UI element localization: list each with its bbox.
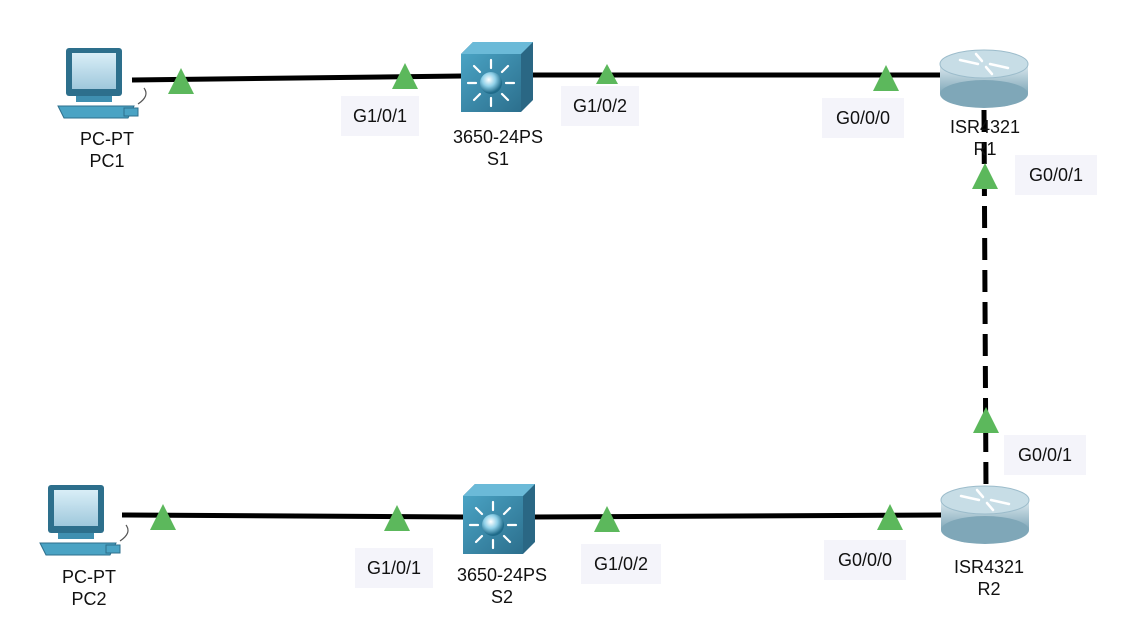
pc1-icon[interactable] (57, 48, 147, 119)
link-up-marker (150, 504, 176, 530)
port-label-r1-g0-0-0: G0/0/0 (822, 98, 904, 138)
s2-label: 3650-24PS S2 (440, 564, 564, 608)
port-label-s1-g1-0-2: G1/0/2 (561, 86, 639, 126)
s2-name: S2 (490, 587, 514, 607)
r2-model: ISR4321 (953, 557, 1025, 577)
link-s2-r2[interactable] (533, 512, 945, 520)
r1-label: ISR4321 R1 (930, 116, 1040, 160)
r1-router-icon[interactable] (939, 49, 1029, 108)
link-markers (150, 63, 999, 532)
link-up-marker (596, 64, 618, 84)
r2-name: R2 (977, 579, 1001, 599)
pc1-name: PC1 (89, 151, 125, 171)
s1-name: S1 (486, 149, 510, 169)
pc1-model: PC-PT (80, 129, 134, 149)
r1-model: ISR4321 (949, 117, 1021, 137)
link-up-marker (873, 65, 899, 91)
s2-model: 3650-24PS (456, 565, 548, 585)
s1-model: 3650-24PS (452, 127, 544, 147)
link-up-marker (392, 63, 418, 89)
r2-label: ISR4321 R2 (934, 556, 1044, 600)
pc2-name: PC2 (71, 589, 107, 609)
port-label-s1-g1-0-1: G1/0/1 (341, 96, 419, 136)
link-up-marker (972, 163, 998, 189)
link-up-marker (594, 506, 620, 532)
r1-name: R1 (973, 139, 997, 159)
port-label-r1-g0-0-1: G0/0/1 (1015, 155, 1097, 195)
link-up-marker (384, 505, 410, 531)
pc2-label: PC-PT PC2 (34, 566, 144, 610)
link-up-marker (877, 504, 903, 530)
pc2-icon[interactable] (39, 485, 129, 556)
r2-router-icon[interactable] (940, 485, 1030, 544)
link-up-marker (973, 407, 999, 433)
port-label-s2-g1-0-2: G1/0/2 (581, 544, 661, 584)
port-label-r2-g0-0-0: G0/0/0 (824, 540, 906, 580)
s1-switch-icon[interactable] (461, 42, 533, 112)
s2-switch-icon[interactable] (463, 484, 535, 554)
pc1-label: PC-PT PC1 (52, 128, 162, 172)
port-label-r2-g0-0-1: G0/0/1 (1004, 435, 1086, 475)
s1-label: 3650-24PS S1 (436, 126, 560, 170)
pc2-model: PC-PT (62, 567, 116, 587)
link-pc2-s2[interactable] (121, 512, 465, 520)
port-label-s2-g1-0-1: G1/0/1 (355, 548, 433, 588)
link-up-marker (168, 68, 194, 94)
